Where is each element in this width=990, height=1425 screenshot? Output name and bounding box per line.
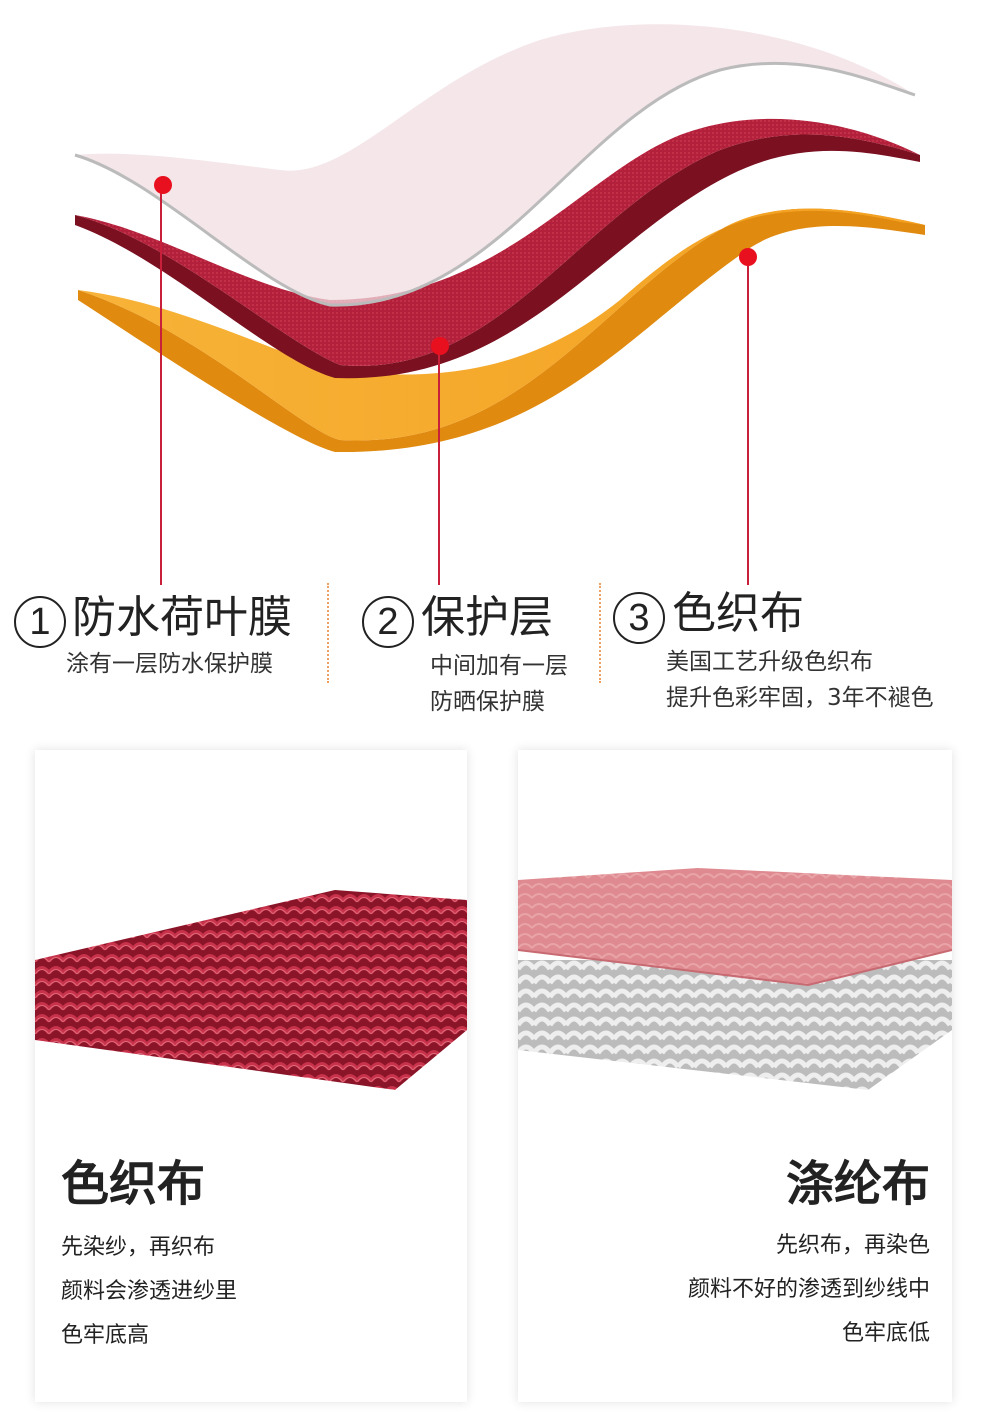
number-badge: 1 bbox=[14, 596, 66, 648]
divider bbox=[599, 583, 601, 683]
number-badge: 3 bbox=[613, 592, 665, 644]
layer-title: 防水荷叶膜 bbox=[72, 592, 292, 643]
waterproof-film-layer bbox=[74, 24, 916, 307]
callout-markers bbox=[154, 176, 757, 585]
layer-desc: 中间加有一层 bbox=[430, 653, 568, 679]
layer-desc: 防晒保护膜 bbox=[430, 689, 545, 715]
red-weave-image bbox=[35, 890, 467, 1090]
card-line: 颜料不好的渗透到纱线中 bbox=[687, 1277, 930, 1302]
polyester-card: 涤纶布 先织布，再染色 颜料不好的渗透到纱线中 色牢底低 bbox=[518, 750, 952, 1402]
layer-desc: 美国工艺升级色织布 bbox=[666, 649, 873, 675]
red-fabric-layer bbox=[75, 118, 920, 379]
card-line: 先染纱，再织布 bbox=[61, 1235, 216, 1260]
layer-title: 色织布 bbox=[672, 588, 804, 639]
card-title: 涤纶布 bbox=[785, 1156, 930, 1212]
divider bbox=[327, 583, 329, 683]
layer-illustration bbox=[74, 24, 925, 585]
card-line: 颜料会渗透进纱里 bbox=[61, 1279, 238, 1304]
card-line: 色牢底高 bbox=[61, 1323, 150, 1348]
layer-desc: 提升色彩牢固，3年不褪色 bbox=[666, 685, 934, 711]
orange-fabric-layer bbox=[78, 208, 925, 453]
yarn-dyed-card: 色织布 先染纱，再织布 颜料会渗透进纱里 色牢底高 bbox=[35, 750, 467, 1402]
layer-desc: 涂有一层防水保护膜 bbox=[66, 651, 273, 677]
card-line: 先织布，再染色 bbox=[775, 1233, 930, 1258]
card-line: 色牢底低 bbox=[841, 1321, 930, 1346]
number-badge: 2 bbox=[362, 596, 414, 648]
layer-title: 保护层 bbox=[421, 592, 553, 643]
polyester-weave-image bbox=[518, 868, 952, 1090]
card-title: 色织布 bbox=[61, 1156, 206, 1212]
